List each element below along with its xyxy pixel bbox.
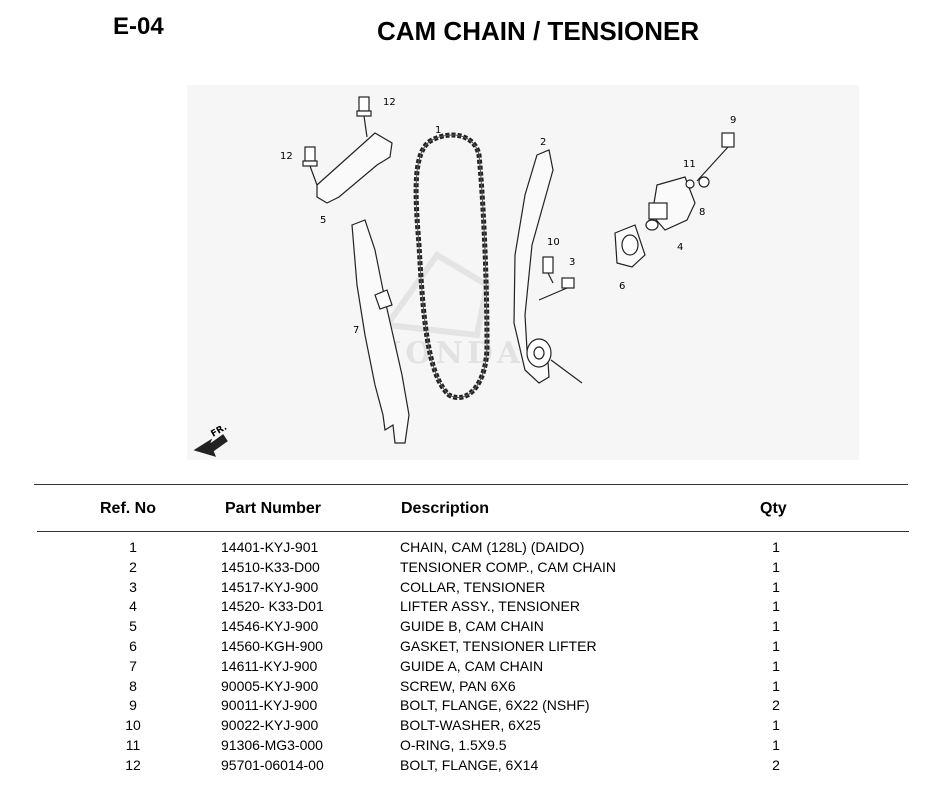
col-header-ref: Ref. No <box>100 500 156 517</box>
table-row: 10 90022-KYJ-900 BOLT-WASHER, 6X25 1 <box>0 716 950 736</box>
callout-3: 3 <box>569 257 575 268</box>
description-cell: BOLT, FLANGE, 6X14 <box>400 756 539 773</box>
table-row: 11 91306-MG3-000 O-RING, 1.5X9.5 1 <box>0 736 950 756</box>
description-cell: O-RING, 1.5X9.5 <box>400 736 507 753</box>
table-row: 3 14517-KYJ-900 COLLAR, TENSIONER 1 <box>0 578 950 598</box>
callout-8: 8 <box>699 207 705 218</box>
part-number-cell: 90011-KYJ-900 <box>221 697 318 714</box>
ref-cell: 8 <box>129 677 137 694</box>
table-row: 2 14510-K33-D00 TENSIONER COMP., CAM CHAIN… <box>0 558 950 578</box>
table-header-rule <box>37 531 909 532</box>
description-cell: GASKET, TENSIONER LIFTER <box>400 637 597 654</box>
table-row: 1 14401-KYJ-901 CHAIN, CAM (128L) (DAIDO) 1 <box>0 538 950 558</box>
col-header-part-number: Part Number <box>225 500 322 517</box>
col-header-description: Description <box>401 500 490 517</box>
diagram-code: E-04 <box>113 13 164 40</box>
description-cell: COLLAR, TENSIONER <box>400 578 546 595</box>
callout-2: 2 <box>540 137 546 148</box>
table-row: 8 90005-KYJ-900 SCREW, PAN 6X6 1 <box>0 677 950 697</box>
qty-cell: 1 <box>772 657 780 674</box>
description-cell: SCREW, PAN 6X6 <box>400 677 516 694</box>
qty-cell: 1 <box>772 598 780 615</box>
qty-cell: 2 <box>772 756 780 773</box>
table-row: 7 14611-KYJ-900 GUIDE A, CAM CHAIN 1 <box>0 657 950 677</box>
col-header-qty: Qty <box>760 500 787 517</box>
description-cell: GUIDE A, CAM CHAIN <box>400 657 544 674</box>
qty-cell: 1 <box>772 558 780 575</box>
part-number-cell: 14510-K33-D00 <box>221 558 320 575</box>
description-cell: LIFTER ASSY., TENSIONER <box>400 598 580 615</box>
page-title: CAM CHAIN / TENSIONER <box>377 16 700 46</box>
table-row: 4 14520- K33-D01 LIFTER ASSY., TENSIONER 1 <box>0 597 950 617</box>
description-cell: BOLT-WASHER, 6X25 <box>400 717 541 734</box>
ref-cell: 2 <box>129 558 137 575</box>
description-cell: BOLT, FLANGE, 6X22 (NSHF) <box>400 697 590 714</box>
ref-cell: 3 <box>129 578 137 595</box>
callout-6: 6 <box>619 281 625 292</box>
qty-cell: 1 <box>772 539 780 555</box>
qty-cell: 1 <box>772 736 780 753</box>
callout-7: 7 <box>353 325 359 336</box>
ref-cell: 1 <box>129 539 137 555</box>
part-number-cell: 90022-KYJ-900 <box>221 717 319 734</box>
qty-cell: 2 <box>772 697 780 714</box>
part-number-cell: 14401-KYJ-901 <box>221 539 319 555</box>
exploded-parts-diagram: HONDA <box>187 85 859 460</box>
part-number-cell: 14546-KYJ-900 <box>221 618 319 635</box>
qty-cell: 1 <box>772 637 780 654</box>
ref-cell: 10 <box>125 717 141 734</box>
ref-cell: 4 <box>129 598 137 615</box>
table-row: 5 14546-KYJ-900 GUIDE B, CAM CHAIN 1 <box>0 617 950 637</box>
callout-10: 10 <box>547 237 560 248</box>
callout-5: 5 <box>320 215 326 226</box>
part-number-cell: 14560-KGH-900 <box>221 637 323 654</box>
table-top-rule <box>34 484 908 485</box>
part-number-cell: 90005-KYJ-900 <box>221 677 319 694</box>
description-cell: CHAIN, CAM (128L) (DAIDO) <box>400 539 585 555</box>
callout-1: 1 <box>435 125 441 136</box>
callout-12a: 12 <box>383 97 396 108</box>
ref-cell: 6 <box>129 637 137 654</box>
callout-12b: 12 <box>280 151 293 162</box>
part-number-cell: 95701-06014-00 <box>221 756 324 773</box>
qty-cell: 1 <box>772 578 780 595</box>
ref-cell: 5 <box>129 618 137 635</box>
callout-4: 4 <box>677 242 683 253</box>
description-cell: TENSIONER COMP., CAM CHAIN <box>400 558 616 575</box>
ref-cell: 9 <box>129 697 137 714</box>
ref-cell: 12 <box>125 756 141 773</box>
callout-11: 11 <box>683 159 696 170</box>
part-number-cell: 14611-KYJ-900 <box>221 657 318 674</box>
qty-cell: 1 <box>772 717 780 734</box>
table-row: 12 95701-06014-00 BOLT, FLANGE, 6X14 2 <box>0 756 950 776</box>
qty-cell: 1 <box>772 677 780 694</box>
ref-cell: 11 <box>125 736 141 753</box>
description-cell: GUIDE B, CAM CHAIN <box>400 618 544 635</box>
part-number-cell: 14520- K33-D01 <box>221 598 324 615</box>
table-row: 6 14560-KGH-900 GASKET, TENSIONER LIFTER 1 <box>0 637 950 657</box>
part-number-cell: 91306-MG3-000 <box>221 736 323 753</box>
table-row: 9 90011-KYJ-900 BOLT, FLANGE, 6X22 (NSHF) 2 <box>0 696 950 716</box>
ref-cell: 7 <box>129 657 137 674</box>
qty-cell: 1 <box>772 618 780 635</box>
callout-9: 9 <box>730 115 736 126</box>
part-number-cell: 14517-KYJ-900 <box>221 578 319 595</box>
